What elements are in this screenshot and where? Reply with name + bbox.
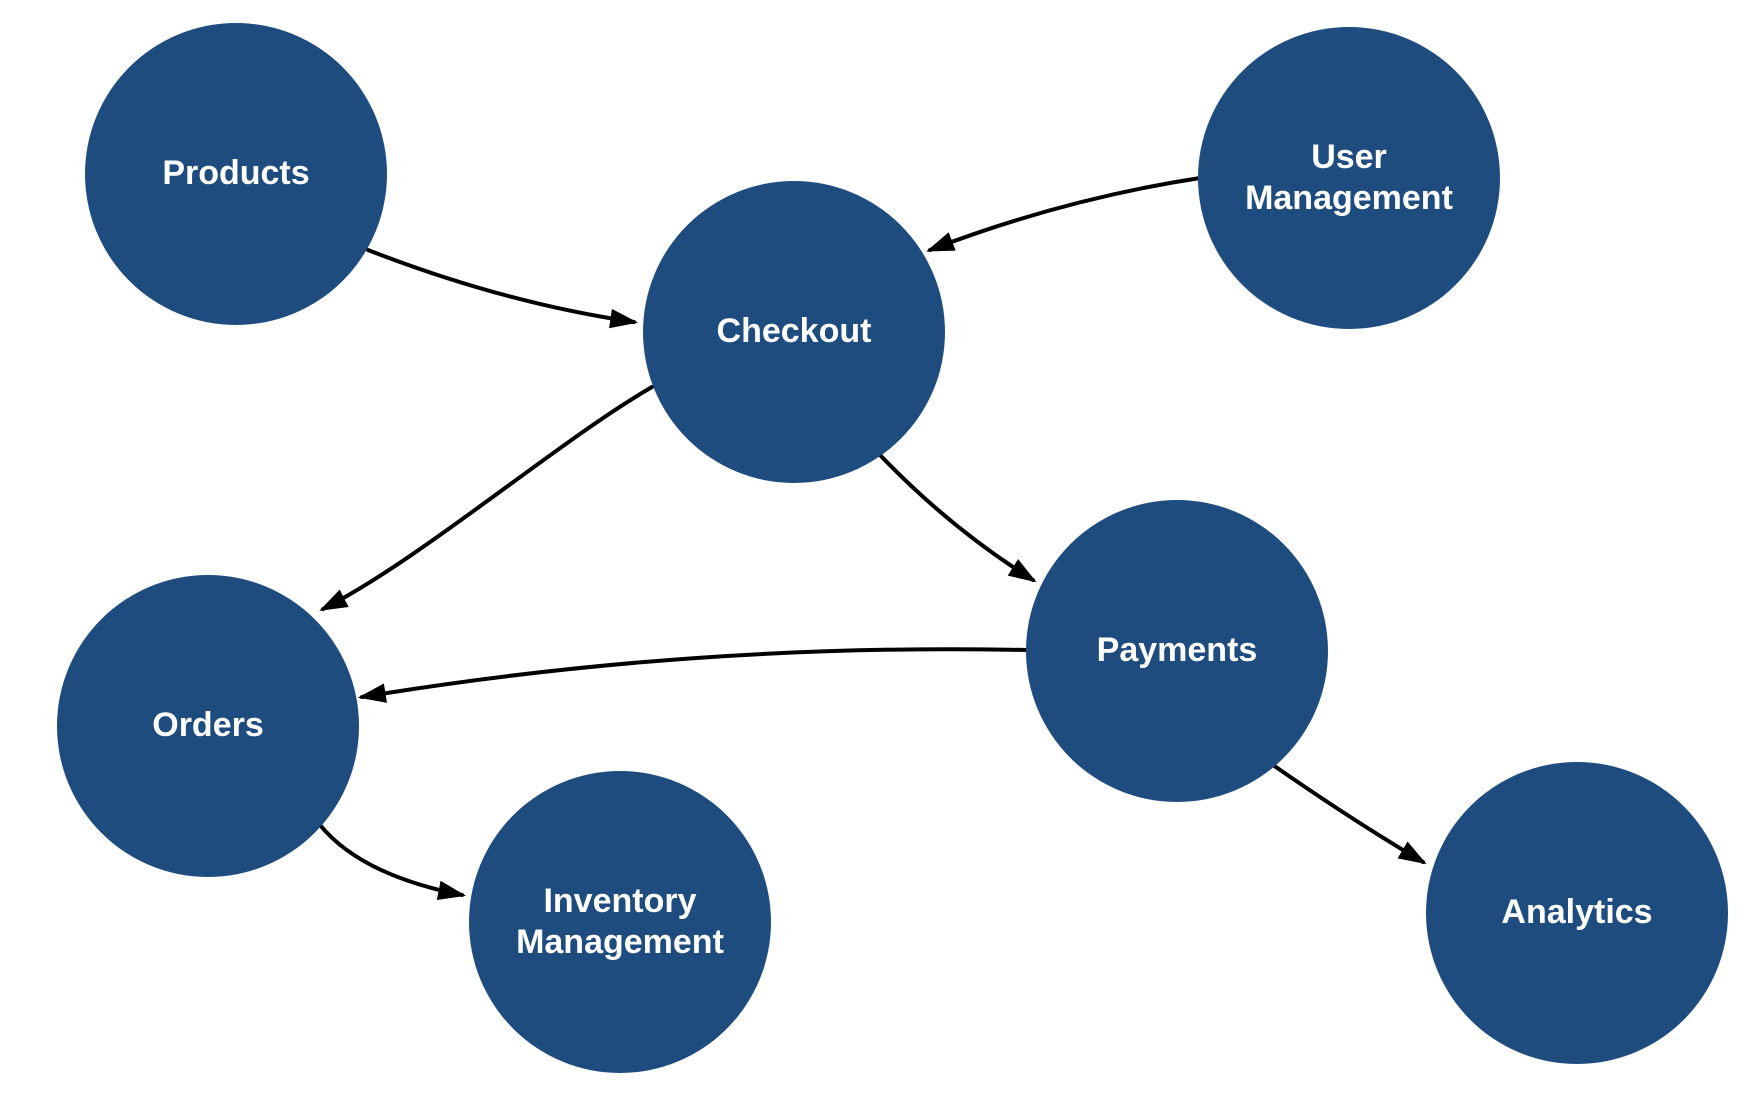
node-user-management[interactable]: User Management xyxy=(1198,27,1500,329)
node-label: Payments xyxy=(1096,631,1258,670)
node-analytics[interactable]: Analytics xyxy=(1426,762,1728,1064)
edge-payments-to-analytics xyxy=(1271,763,1427,865)
edge-user-management-to-checkout xyxy=(926,176,1202,252)
edge-orders-to-inventory-management xyxy=(318,823,467,901)
edge-checkout-to-orders xyxy=(319,385,654,611)
node-checkout[interactable]: Checkout xyxy=(643,181,945,483)
edge-checkout-to-payments xyxy=(878,453,1037,583)
node-orders[interactable]: Orders xyxy=(57,575,359,877)
node-inventory-management[interactable]: Inventory Management xyxy=(469,771,771,1073)
node-label: User Management xyxy=(1245,137,1453,217)
node-label: Products xyxy=(162,154,310,193)
edge-products-to-checkout xyxy=(366,248,639,329)
edge-payments-to-orders xyxy=(357,647,1028,703)
node-label: Orders xyxy=(152,706,264,745)
node-label: Inventory Management xyxy=(516,881,724,961)
node-products[interactable]: Products xyxy=(85,23,387,325)
node-label: Checkout xyxy=(716,312,872,351)
node-label: Analytics xyxy=(1501,893,1653,932)
node-payments[interactable]: Payments xyxy=(1026,500,1328,802)
